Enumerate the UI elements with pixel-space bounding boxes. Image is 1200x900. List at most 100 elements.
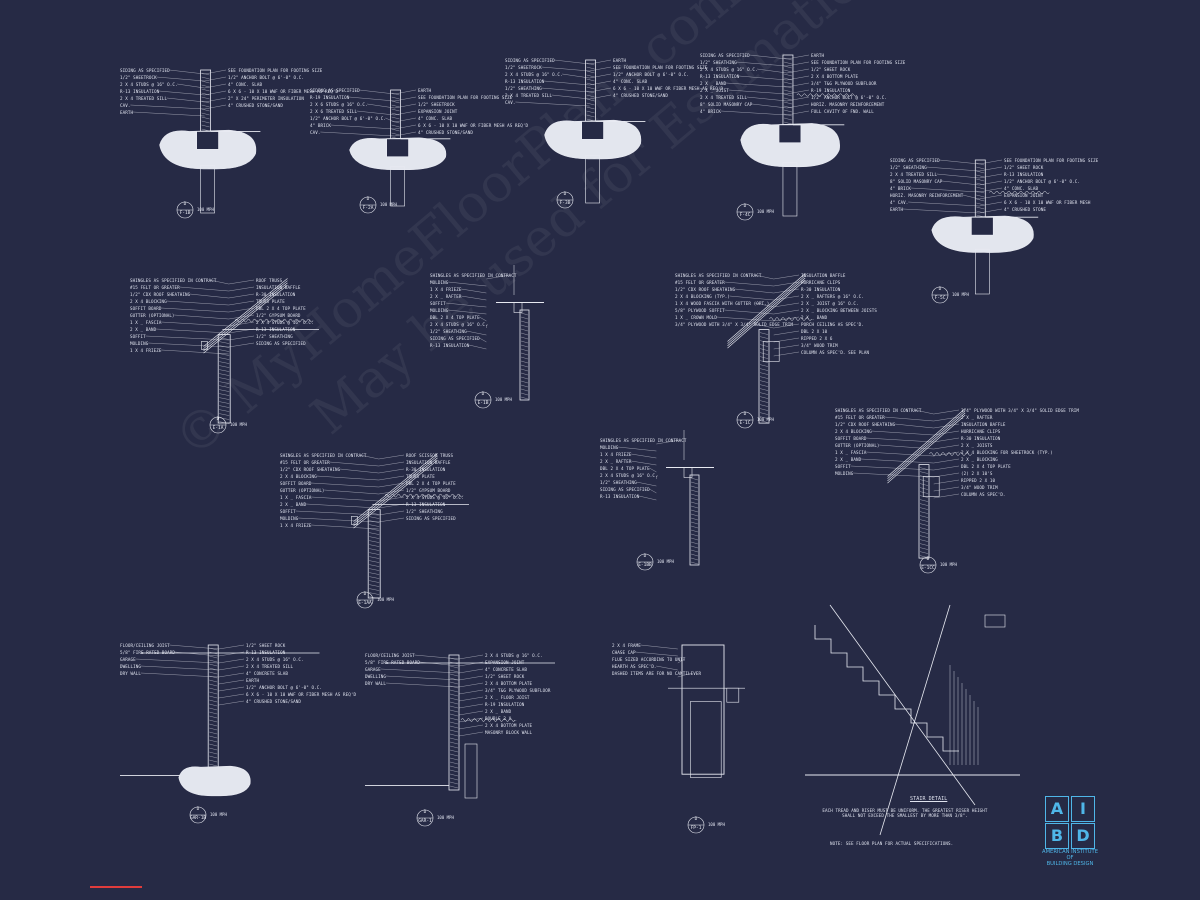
detail-callout-label: FLUE SIZED ACCORDING TO UNIT <box>612 657 686 662</box>
detail-wind-rating: 100 MPH <box>380 202 397 207</box>
detail-callout-label: 2 X 4 TREATED SILL <box>505 93 553 98</box>
detail-callout-label: 1/2" GYPSUM BOARD <box>406 488 451 493</box>
detail-callout-label: 2 X 4 TREATED SILL <box>890 172 938 177</box>
detail-callout-label: 1 X 4 WOOD FASCIA WITH GUTTER (OPT.) <box>675 301 770 306</box>
detail-callout-label: 2 X 4 STUDS @ 16" O.C. <box>700 67 758 72</box>
detail-callout-label: 1/2" CDX ROOF SHEATHING <box>835 422 896 427</box>
detail-linework <box>850 408 972 559</box>
detail-callout-label: 1/2" CDX ROOF SHEATHING <box>675 287 736 292</box>
detail-wind-rating: 100 MPH <box>757 209 774 214</box>
stair-detail-note: EACH TREAD AND RISER MUST BE UNIFORM. TH… <box>822 808 988 818</box>
detail-callout-label: SIDING AS SPECIFIED <box>310 88 360 93</box>
detail-callout-label: 2 X 6 STUDS @ 16" O.C. <box>310 102 368 107</box>
detail-callout-label: 8" SOLID MASONRY CAP <box>890 179 943 184</box>
detail-callout-label: FLOOR/CEILING JOIST <box>120 643 170 648</box>
detail-callout-label: INSULATION BAFFLE <box>801 273 846 278</box>
detail-callout-label: 2 X _ BAND <box>280 502 307 507</box>
detail-callout-label: 3/4" T&G PLYWOOD SUBFLOOR <box>811 81 877 86</box>
detail-callout-label: 4" CRUSHED STONE/SAND <box>228 103 284 108</box>
detail-callout-label: 1/2" SHEET ROCK <box>1004 165 1044 170</box>
detail-callout-label: GUTTER (OPTIONAL) <box>835 443 880 448</box>
detail-callout-label: DASHED ITEMS ARE FOR NO CANTILEVER <box>612 671 702 676</box>
detail-callout-label: 1/2" ANCHOR BOLT @ 6'-0" O.C. <box>811 95 888 100</box>
detail-callout-label: 1/2" ANCHOR BOLT @ 6'-0" O.C. <box>613 72 690 77</box>
detail-linework <box>365 654 555 799</box>
detail-linework <box>320 89 451 207</box>
red-markup-line <box>90 886 142 888</box>
detail-callout-label: 1 X _ FASCIA <box>280 495 312 500</box>
detail-callout-label: 2 X 4 TREATED SILL <box>246 664 294 669</box>
detail-callout-label: 3/4" T&G PLYWOOD SUBFLOOR <box>485 688 551 693</box>
detail-callout-label: SEE FOUNDATION PLAN FOR FOOTING SIZE <box>418 95 513 100</box>
detail-callout-label: 1/2" CDX ROOF SHEATHING <box>280 467 341 472</box>
detail-callout-label: 2 X 4 BLOCKING <box>835 429 872 434</box>
detail-callout-label: DBL 2 X 10 <box>801 329 828 334</box>
detail-callout-label: 2 X _ JOISTS <box>961 443 993 448</box>
detail-callout-label: 2 X _ RAFTER <box>600 459 632 464</box>
detail-callout-label: SEE FOUNDATION PLAN FOR FOOTING SIZE <box>613 65 708 70</box>
detail-callout-label: 3/4" PLYWOOD WITH 3/4" X 3/4" SOLID EDGE… <box>675 322 793 327</box>
detail-callout-label: R-30 INSULATION <box>406 467 446 472</box>
detail-wind-rating: 100 MPH <box>377 597 394 602</box>
detail-callout-label: SIDING AS SPECIFIED <box>700 53 750 58</box>
detail-callout-label: SIDING AS SPECIFIED <box>406 516 456 521</box>
detail-callout-label: EARTH <box>418 88 432 93</box>
detail-callout-label: SEE FOUNDATION PLAN FOR FOOTING SIZE <box>1004 158 1099 163</box>
detail-tag-icon <box>189 806 207 824</box>
detail-callout-label: EXPANSION JOINT <box>1004 193 1044 198</box>
detail-tag-icon <box>931 286 949 304</box>
detail-callout-label: 4" BRICK <box>700 109 721 114</box>
detail-callout-label: 2 X 4 FRAME <box>612 643 641 648</box>
detail-callout-label: #15 FELT OR GREATER <box>835 415 885 420</box>
detail-linework <box>120 644 320 797</box>
detail-linework <box>635 644 745 778</box>
detail-callout-label: #15 FELT OR GREATER <box>675 280 725 285</box>
detail-callout-label: SOFFIT BOARD <box>130 306 162 311</box>
detail-callout-label: HORIZ. MASONRY REINFORCEMENT <box>890 193 964 198</box>
detail-callout-label: 4" CRUSHED STONE/SAND <box>418 130 474 135</box>
detail-callout-label: EXPANSION JOINT <box>418 109 458 114</box>
detail-callout-label: 1/2" SHEATHING <box>505 86 542 91</box>
detail-callout-label: SOFFIT BOARD <box>835 436 867 441</box>
detail-callout-label: 4" CRUSHED STONE <box>1004 207 1046 212</box>
detail-callout-label: R-30 INSULATION <box>256 292 296 297</box>
detail-callout-label: 2 X _ BAND <box>835 457 862 462</box>
detail-callout-label: CAV. <box>505 100 516 105</box>
detail-callout-label: SOFFIT <box>835 464 851 469</box>
detail-tag-icon <box>556 191 574 209</box>
detail-callout-label: HURRICANE CLIPS <box>961 429 1001 434</box>
detail-callout-label: MOLDING <box>835 471 854 476</box>
detail-tag-letter: D <box>183 202 187 207</box>
detail-callout-label: 2 X _ RAFTERS @ 16" O.C. <box>801 294 864 299</box>
detail-wind-rating: 100 MPH <box>708 822 725 827</box>
detail-callout-label: 2 X 4 BLOCKING (TYP.) <box>675 294 731 299</box>
detail-callout-label: 2 X _ FLOOR JOIST <box>485 695 530 700</box>
detail-callout-label: ROOF TRUSS <box>256 278 283 283</box>
detail-callout-label: 2 X 4 STUDS @ 16" O.C. <box>600 473 658 478</box>
detail-callout-label: 4" CONC. SLAB <box>418 116 453 121</box>
detail-callout-label: 2 X 4 BLOCKING <box>130 299 167 304</box>
detail-callout-label: EARTH <box>811 53 825 58</box>
detail-tag-letter: D <box>926 557 930 562</box>
detail-tag-sheet: GAR-1 <box>418 819 432 824</box>
construction-detail: SHINGLES AS SPECIFIED IN CONTRACT#15 FEL… <box>835 400 1079 570</box>
detail-callout-label: 2 X _ JOIST <box>700 88 729 93</box>
detail-callout-label: TRUSS PLATE <box>406 474 435 479</box>
detail-linework <box>716 273 812 424</box>
detail-callout-label: SIDING AS SPECIFIED <box>600 487 650 492</box>
detail-callout-label: 4" CRUSHED STONE/SAND <box>246 699 302 704</box>
detail-callout-label: EARTH <box>246 678 260 683</box>
detail-callout-label: INSULATION BAFFLE <box>256 285 301 290</box>
detail-tag-icon <box>474 391 492 409</box>
detail-callout-label: 6 X 6 - 10 X 10 WWF OR FIBER MESH AS REQ… <box>246 692 357 697</box>
detail-callout-label: 4" CAV. <box>890 200 909 205</box>
detail-callout-label: 6 X 6 - 10 X 10 WWF OR FIBER MESH AS REQ… <box>228 89 339 94</box>
detail-callout-label: 4" BRICK <box>890 186 911 191</box>
detail-callout-label: 2 X 6 TREATED SILL <box>310 109 358 114</box>
